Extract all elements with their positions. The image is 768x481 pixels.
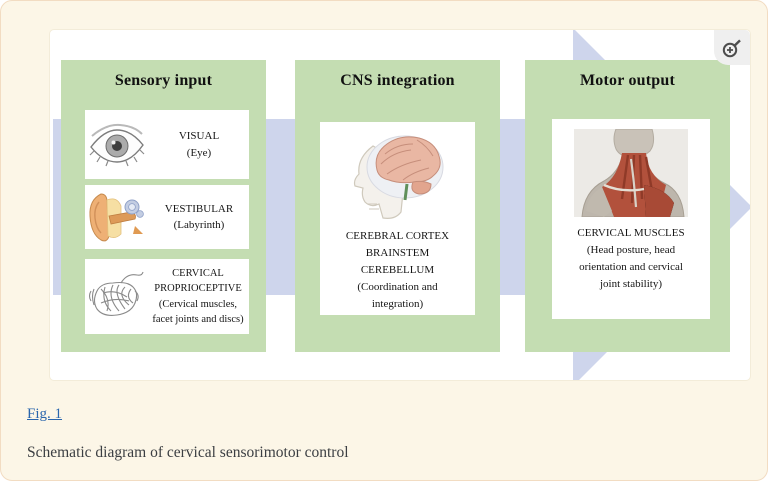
- motor-card: CERVICAL MUSCLES (Head posture, head ori…: [552, 119, 710, 319]
- card-label: VISUAL (Eye): [178, 130, 220, 159]
- motor-output-panel: Motor output C: [525, 60, 730, 352]
- card-label: CERVICAL MUSCLES (Head posture, head ori…: [577, 227, 685, 291]
- figure-caption: Schematic diagram of cervical sensorimot…: [27, 444, 349, 461]
- zoom-in-magnifier-icon: [722, 39, 741, 57]
- cns-integration-panel: CNS integration CEREBRAL CORTEX BRAINSTE…: [295, 60, 500, 352]
- visual-card: VISUAL (Eye): [85, 110, 249, 179]
- vestibular-card: VESTIBULAR (Labyrinth): [85, 185, 249, 249]
- eye-illustration: [85, 110, 149, 179]
- zoom-in-button[interactable]: [714, 30, 750, 65]
- card-label: VESTIBULAR (Labyrinth): [164, 202, 234, 232]
- cervical-spine-illustration: [85, 259, 147, 334]
- neck-muscles-illustration: [574, 129, 688, 217]
- figure-image[interactable]: Sensory input VISUAL (Eye): [49, 29, 751, 381]
- card-label: CERVICAL PROPRIOCEPTIVE (Cervical muscle…: [152, 268, 244, 325]
- panel-title: CNS integration: [340, 72, 455, 89]
- figure-number-link[interactable]: Fig. 1: [27, 406, 63, 422]
- brain-skull-illustration: [343, 130, 453, 220]
- cns-card: CEREBRAL CORTEX BRAINSTEM CEREBELLUM (Co…: [320, 122, 475, 315]
- sensory-input-panel: Sensory input VISUAL (Eye): [61, 60, 266, 352]
- panel-title: Motor output: [580, 72, 675, 89]
- panel-title: Sensory input: [114, 72, 213, 89]
- ear-illustration: [85, 185, 149, 249]
- cervical-proprioceptive-card: CERVICAL PROPRIOCEPTIVE (Cervical muscle…: [85, 259, 249, 334]
- card-label: CEREBRAL CORTEX BRAINSTEM CEREBELLUM (Co…: [345, 230, 450, 311]
